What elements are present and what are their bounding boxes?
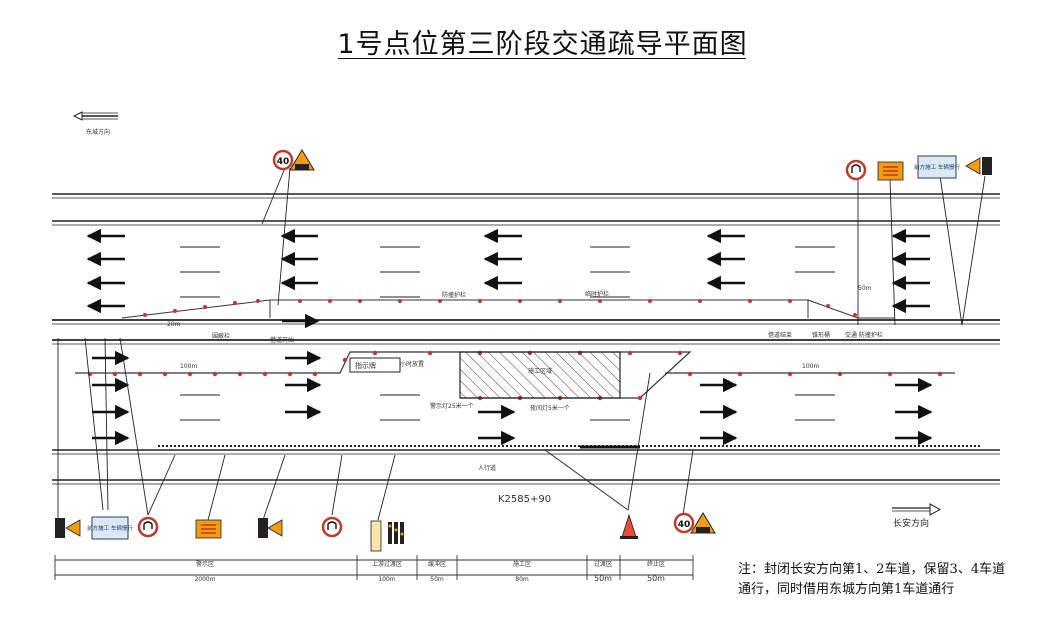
temp-fence-label: 临时护栏 bbox=[585, 290, 609, 298]
sign-pointer-lines bbox=[57, 167, 986, 521]
west-direction-arrow bbox=[72, 111, 118, 121]
page-title: 1号点位第三阶段交通疏导平面图 bbox=[337, 29, 748, 60]
no-uturn-sign-bottom-2 bbox=[321, 516, 343, 538]
no-uturn-sign-top bbox=[845, 159, 867, 181]
middle-cones bbox=[87, 350, 943, 401]
upper-cones bbox=[143, 299, 857, 317]
svg-text:40: 40 bbox=[678, 520, 691, 530]
zone-length-1: 2000m bbox=[194, 576, 215, 583]
title-underline bbox=[338, 58, 746, 59]
open-area-label: 借道开始 bbox=[270, 336, 294, 344]
svg-text:40: 40 bbox=[277, 157, 290, 167]
zone-name-6: 终止区 bbox=[647, 560, 665, 568]
zone-dimension-lines bbox=[54, 555, 694, 580]
info-sign-top: 前方施工 车辆慢行 bbox=[914, 155, 960, 179]
middle-100m-left: 100m bbox=[180, 363, 197, 370]
svg-text:前方施工 车辆慢行: 前方施工 车辆慢行 bbox=[914, 163, 960, 171]
zone-name-5: 过渡区 bbox=[594, 560, 612, 568]
zone-length-5: 50m bbox=[594, 574, 612, 583]
zone-name-4: 施工区 bbox=[513, 560, 531, 568]
zone-length-6: 50m bbox=[647, 574, 665, 583]
zone-name-2: 上游过渡区 bbox=[372, 560, 402, 568]
chevron-board-top bbox=[877, 161, 904, 181]
work-area-label: 施工区域 bbox=[528, 367, 552, 375]
zone-length-4: 80m bbox=[515, 576, 529, 583]
arrow-light-sign-bottom-2 bbox=[258, 518, 283, 538]
arrow-sign-box bbox=[349, 357, 401, 373]
arrow-light-sign-bottom bbox=[55, 518, 81, 538]
zone-name-3: 缓冲区 bbox=[428, 560, 446, 568]
fence-length-label: 防撞护栏 bbox=[442, 291, 466, 299]
svg-text:前方施工 车辆慢行: 前方施工 车辆慢行 bbox=[87, 524, 133, 532]
signs-label-2: 锥形桶 bbox=[812, 331, 830, 339]
west-direction-label: 东城方向 bbox=[86, 128, 110, 136]
right-top-dim: 50m bbox=[858, 285, 872, 292]
work-area bbox=[459, 351, 621, 399]
speed-limit-sign-top: 40 bbox=[272, 149, 294, 171]
east-direction-arrow bbox=[892, 503, 942, 516]
no-uturn-sign-bottom-1 bbox=[137, 516, 159, 538]
chevron-board-bottom bbox=[195, 519, 222, 539]
warning-sign-top bbox=[289, 149, 315, 171]
worker-label-2: 夜间灯5米一个 bbox=[530, 404, 570, 412]
info-sign-bottom: 前方施工 车辆慢行 bbox=[87, 516, 133, 540]
road-edges bbox=[52, 193, 1000, 485]
warning-sign-bottom bbox=[690, 512, 716, 534]
stake-label: K2585+90 bbox=[498, 494, 551, 505]
zone-length-3: 50m bbox=[430, 576, 444, 583]
sidewalk-label: 人行道 bbox=[478, 464, 496, 472]
arrow-sign-label: 指示牌 bbox=[355, 361, 376, 370]
westbound-arrows bbox=[86, 228, 930, 314]
middle-100m-right: 100m bbox=[802, 363, 819, 370]
upper-taper bbox=[121, 299, 895, 319]
upper-lane-markings bbox=[180, 246, 835, 298]
east-direction-label: 长安方向 bbox=[893, 517, 929, 529]
speed-limit-sign-bottom: 40 bbox=[673, 512, 695, 534]
signs-label-1: 借道结束 bbox=[768, 331, 792, 339]
middle-lane-markings bbox=[180, 394, 835, 421]
barrier-lights-bottom bbox=[370, 520, 404, 552]
top-length-label: 20m bbox=[167, 321, 181, 328]
zone-name-1: 警示区 bbox=[196, 560, 214, 568]
eastbound-arrows bbox=[92, 313, 933, 446]
signs-label-3: 交通 防撞护栏 bbox=[845, 331, 883, 339]
zone-labels: 警示区 上游过渡区 缓冲区 施工区 过渡区 终止区 2000m 100m 50m… bbox=[194, 560, 665, 583]
pole-label: 小时放置 bbox=[400, 360, 424, 368]
note-text: 注：封闭长安方向第1、2车道，保留3、4车道通行，同时借用东城方向第1车道通行 bbox=[738, 562, 1006, 597]
taper-label: 围蔽栏 bbox=[212, 332, 230, 340]
worker-label-1: 警示灯25米一个 bbox=[430, 402, 474, 410]
zone-length-2: 100m bbox=[378, 576, 395, 583]
traffic-cone-icon bbox=[620, 513, 638, 539]
arrow-light-sign-top bbox=[965, 157, 992, 175]
